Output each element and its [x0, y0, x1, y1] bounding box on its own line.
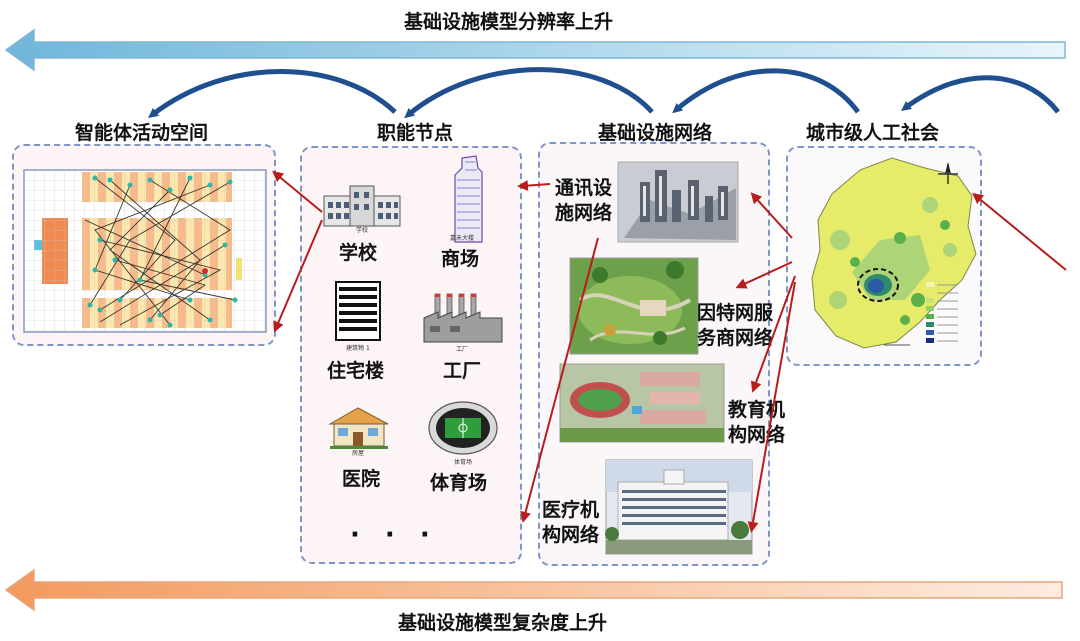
arrow-isp-nodes: [524, 238, 598, 518]
arrow-city-telecom: [754, 196, 792, 238]
arrow-city-medical: [752, 282, 795, 528]
arrow-city-education: [754, 276, 795, 388]
arrow-city-isp: [740, 262, 792, 286]
arrow-city-in: [976, 196, 1066, 270]
arrow-telecom-nodes: [522, 184, 550, 186]
arrow-nodes-agent-2: [276, 220, 322, 328]
arrow-nodes-agent-1: [276, 174, 322, 212]
